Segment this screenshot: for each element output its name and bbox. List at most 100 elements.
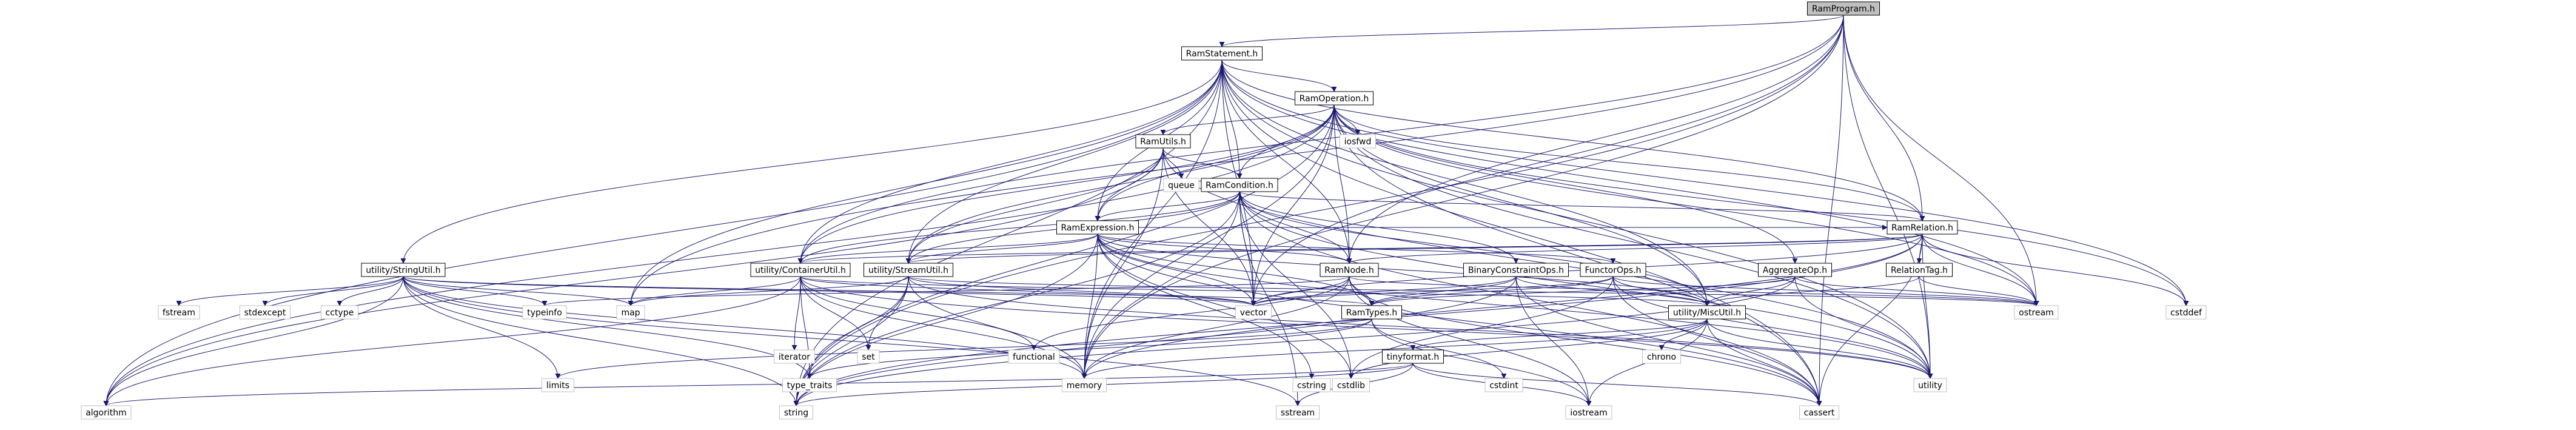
node-relationtag-h[interactable]: RelationTag.h bbox=[1886, 263, 1953, 277]
edge-utility-streamutil-h-to-ostream bbox=[908, 276, 2039, 306]
node-box bbox=[1887, 220, 1958, 235]
node-sstream[interactable]: sstream bbox=[1276, 405, 1320, 420]
edge-ramutils-h-to-vector bbox=[1162, 147, 1256, 306]
edge-utility-streamutil-h-to-memory bbox=[908, 276, 1087, 379]
edge-functorops-h-to-cstdlib bbox=[1348, 276, 1614, 379]
node-utility-miscutil-h[interactable]: utility/MiscUtil.h bbox=[1668, 305, 1746, 320]
edge-ramutils-h-to-memory bbox=[1081, 147, 1164, 379]
edge-functorops-h-to-cassert bbox=[1612, 276, 1822, 406]
node-cstdint[interactable]: cstdint bbox=[1484, 378, 1523, 392]
node-ramtypes-h[interactable]: RamTypes.h bbox=[1341, 305, 1402, 320]
edge-ramprogram-h-to-utility-containerutil-h bbox=[797, 15, 1844, 264]
node-queue[interactable]: queue bbox=[1163, 178, 1199, 192]
node-functional[interactable]: functional bbox=[1008, 349, 1060, 364]
edge-ramrelation-h-to-cassert bbox=[1816, 233, 1923, 406]
node-iosfwd[interactable]: iosfwd bbox=[1340, 134, 1376, 149]
node-fstream[interactable]: fstream bbox=[158, 305, 200, 320]
node-utility-containerutil-h[interactable]: utility/ContainerUtil.h bbox=[750, 263, 851, 277]
node-tinyformat-h[interactable]: tinyformat.h bbox=[1382, 349, 1444, 364]
node-algorithm[interactable]: algorithm bbox=[81, 405, 132, 420]
edge-binaryconstraintops-h-to-ramtypes-h bbox=[1369, 276, 1517, 306]
node-ramutils-h[interactable]: RamUtils.h bbox=[1135, 134, 1191, 149]
edge-aggregateop-h-to-ostream bbox=[1794, 276, 2039, 306]
node-ramexpression-h[interactable]: RamExpression.h bbox=[1056, 220, 1139, 235]
node-ostream[interactable]: ostream bbox=[2014, 305, 2059, 320]
edge-ramexpression-h-to-memory bbox=[1081, 233, 1098, 379]
node-box bbox=[1295, 91, 1374, 106]
node-ramprogram-h[interactable]: RamProgram.h bbox=[1807, 1, 1880, 16]
node-box bbox=[1181, 46, 1263, 61]
edge-ramcondition-h-to-memory bbox=[1081, 191, 1240, 379]
node-box bbox=[1235, 305, 1272, 320]
node-iostream[interactable]: iostream bbox=[1565, 405, 1612, 420]
node-cassert[interactable]: cassert bbox=[1799, 405, 1839, 420]
node-limits[interactable]: limits bbox=[542, 378, 574, 392]
edge-ramoperation-h-to-cassert bbox=[1333, 104, 1822, 406]
node-functorops-h[interactable]: FunctorOps.h bbox=[1580, 263, 1646, 277]
edge-utility-stringutil-h-to-string bbox=[403, 276, 799, 406]
node-label: cstring bbox=[1297, 381, 1326, 391]
node-box bbox=[1276, 405, 1320, 420]
node-box bbox=[1799, 405, 1839, 420]
edge-ramcondition-h-to-utility bbox=[1239, 191, 1933, 379]
node-label: utility bbox=[1918, 381, 1942, 391]
edge-ramrelation-h-to-ramnode-h bbox=[1346, 233, 1923, 264]
node-binaryconstraintops-h[interactable]: BinaryConstraintOps.h bbox=[1463, 263, 1569, 277]
node-utility[interactable]: utility bbox=[1913, 378, 1947, 392]
edge-utility-containerutil-h-to-map bbox=[628, 276, 801, 306]
edge-ramprogram-h-to-vector bbox=[1250, 15, 1844, 306]
edge-utility-stringutil-h-to-memory bbox=[403, 276, 1087, 379]
node-ramcondition-h[interactable]: RamCondition.h bbox=[1201, 178, 1278, 192]
edge-binaryconstraintops-h-to-utility-miscutil-h bbox=[1515, 276, 1710, 306]
edge-utility-containerutil-h-to-memory bbox=[800, 276, 1087, 379]
edge-ramcondition-h-to-cassert bbox=[1239, 191, 1822, 406]
node-map[interactable]: map bbox=[616, 305, 645, 320]
edge-utility-stringutil-h-to-sstream bbox=[403, 276, 1301, 406]
node-cstdlib[interactable]: cstdlib bbox=[1332, 378, 1370, 392]
node-ramnode-h[interactable]: RamNode.h bbox=[1320, 263, 1379, 277]
node-cstring[interactable]: cstring bbox=[1292, 378, 1331, 392]
node-box bbox=[2165, 305, 2207, 320]
node-utility-streamutil-h[interactable]: utility/StreamUtil.h bbox=[864, 263, 953, 277]
node-aggregateop-h[interactable]: AggregateOp.h bbox=[1758, 263, 1832, 277]
node-utility-stringutil-h[interactable]: utility/StringUtil.h bbox=[361, 263, 446, 277]
edge-utility-stringutil-h-to-type-traits bbox=[403, 276, 813, 379]
node-label: limits bbox=[546, 381, 569, 391]
node-label: cstdint bbox=[1489, 381, 1518, 391]
edge-ramcondition-h-to-ramrelation-h bbox=[1239, 191, 1925, 221]
node-box bbox=[1580, 263, 1646, 277]
node-memory[interactable]: memory bbox=[1062, 378, 1107, 392]
node-vector[interactable]: vector bbox=[1235, 305, 1272, 320]
node-label: stdexcept bbox=[244, 308, 286, 318]
node-label: utility/StringUtil.h bbox=[366, 266, 440, 275]
edge-ramexpression-h-to-utility-containerutil-h bbox=[797, 233, 1098, 264]
node-ramoperation-h[interactable]: RamOperation.h bbox=[1295, 91, 1374, 106]
node-cctype[interactable]: cctype bbox=[321, 305, 358, 320]
node-box bbox=[782, 378, 837, 392]
node-box bbox=[1565, 405, 1612, 420]
node-label: fstream bbox=[163, 308, 195, 318]
edge-ramrelation-h-to-cstddef bbox=[1922, 233, 2189, 306]
edge-utility-miscutil-h-to-chrono bbox=[1659, 318, 1708, 351]
edge-ramnode-h-to-cassert bbox=[1349, 276, 1822, 406]
node-typeinfo[interactable]: typeinfo bbox=[522, 305, 567, 320]
node-type-traits[interactable]: type_traits bbox=[782, 378, 837, 392]
edge-ramcondition-h-to-sstream bbox=[1239, 191, 1301, 406]
edge-utility-stringutil-h-to-vector bbox=[403, 276, 1256, 306]
node-ramrelation-h[interactable]: RamRelation.h bbox=[1887, 220, 1958, 235]
node-chrono[interactable]: chrono bbox=[1642, 349, 1681, 364]
node-string[interactable]: string bbox=[779, 405, 813, 420]
node-label: cstddef bbox=[2170, 308, 2202, 318]
node-label: RamNode.h bbox=[1324, 266, 1374, 275]
node-set[interactable]: set bbox=[857, 349, 880, 364]
node-cstddef[interactable]: cstddef bbox=[2165, 305, 2207, 320]
node-ramstatement-h[interactable]: RamStatement.h bbox=[1181, 46, 1263, 61]
edge-ramstatement-h-to-ramrelation-h bbox=[1221, 59, 1925, 221]
node-label: queue bbox=[1168, 181, 1195, 190]
node-label: type_traits bbox=[787, 381, 833, 391]
node-label: RamOperation.h bbox=[1300, 94, 1369, 104]
edge-utility-containerutil-h-to-functional bbox=[800, 276, 1037, 351]
node-stdexcept[interactable]: stdexcept bbox=[240, 305, 290, 320]
edge-ramexpression-h-to-cstring bbox=[1097, 233, 1315, 379]
node-iterator[interactable]: iterator bbox=[774, 349, 815, 364]
